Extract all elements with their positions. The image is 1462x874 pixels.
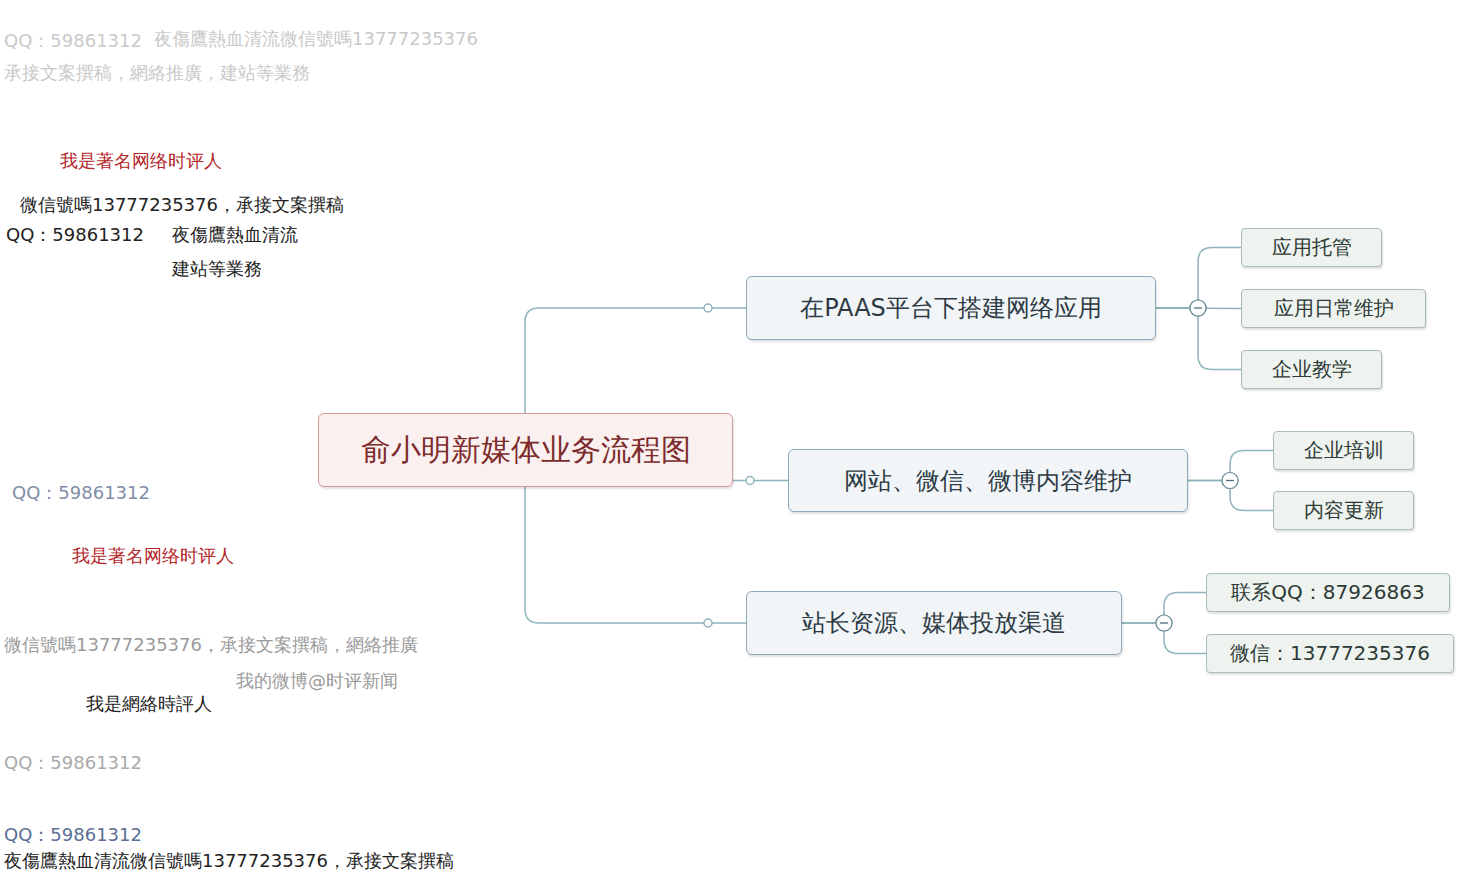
watermark-text: 我是著名网络时评人 [60,150,222,172]
subtopic-box: 应用托管 [1241,228,1382,267]
topic-text: 企业培训 [1304,437,1384,464]
watermark-text: QQ：59861312 [12,482,150,504]
branch-connector [1188,451,1273,489]
topic-text: 站长资源、媒体投放渠道 [802,607,1066,639]
topic-text: 企业教学 [1272,356,1352,383]
watermark-text: 我是著名网络时评人 [72,545,234,567]
branch-connector [733,477,788,485]
topic-text: 俞小明新媒体业务流程图 [361,430,691,471]
watermark-text: 夜傷鷹熱血清流微信號嗎13777235376，承接文案撰稿 [4,850,454,872]
subtopic-box: 微信：13777235376 [1206,634,1454,673]
watermark-text: 我是網絡時評人 [86,693,212,715]
topic-text: 联系QQ：87926863 [1231,579,1424,606]
subtopic-box: 内容更新 [1273,491,1414,530]
topic-text: 应用托管 [1272,234,1352,261]
root-topic-box: 俞小明新媒体业务流程图 [318,413,733,487]
watermark-text: 微信號嗎13777235376，承接文案撰稿，網絡推廣 [4,634,418,656]
watermark-text: QQ：59861312 [4,752,142,774]
watermark-text: 微信號嗎13777235376，承接文案撰稿 [20,194,344,216]
topic-text: 在PAAS平台下搭建网络应用 [800,292,1102,324]
watermark-text: 夜傷鷹熱血清流 [172,224,298,246]
topic-text: 内容更新 [1304,497,1384,524]
topic-text: 网站、微信、微博内容维护 [844,465,1132,497]
topic-text: 应用日常维护 [1274,295,1394,322]
watermark-text: 我的微博@时评新闻 [236,670,398,692]
branch-connector [1122,615,1206,654]
watermark-text: 承接文案撰稿，網絡推廣，建站等業務 [4,62,310,84]
branch-connector [1188,473,1273,511]
branch-connector [1122,593,1206,632]
main-topic-box: 网站、微信、微博内容维护 [788,449,1188,512]
watermark-text: QQ：59861312 [4,824,142,846]
topic-text: 微信：13777235376 [1230,640,1430,667]
subtopic-box: 企业培训 [1273,431,1414,470]
subtopic-box: 企业教学 [1241,350,1382,389]
branch-connector [525,304,746,413]
watermark-text: 建站等業務 [172,258,262,280]
main-topic-box: 站长资源、媒体投放渠道 [746,591,1122,655]
main-topic-box: 在PAAS平台下搭建网络应用 [746,276,1156,340]
watermark-text: QQ：59861312 [6,224,144,246]
subtopic-box: 联系QQ：87926863 [1206,573,1450,612]
branch-connector [525,487,746,627]
branch-connector [1156,300,1241,370]
branch-connector [1156,248,1241,317]
subtopic-box: 应用日常维护 [1241,289,1426,328]
watermark-text: QQ：59861312 [4,30,142,52]
watermark-text: 夜傷鷹熱血清流微信號嗎13777235376 [154,28,478,50]
